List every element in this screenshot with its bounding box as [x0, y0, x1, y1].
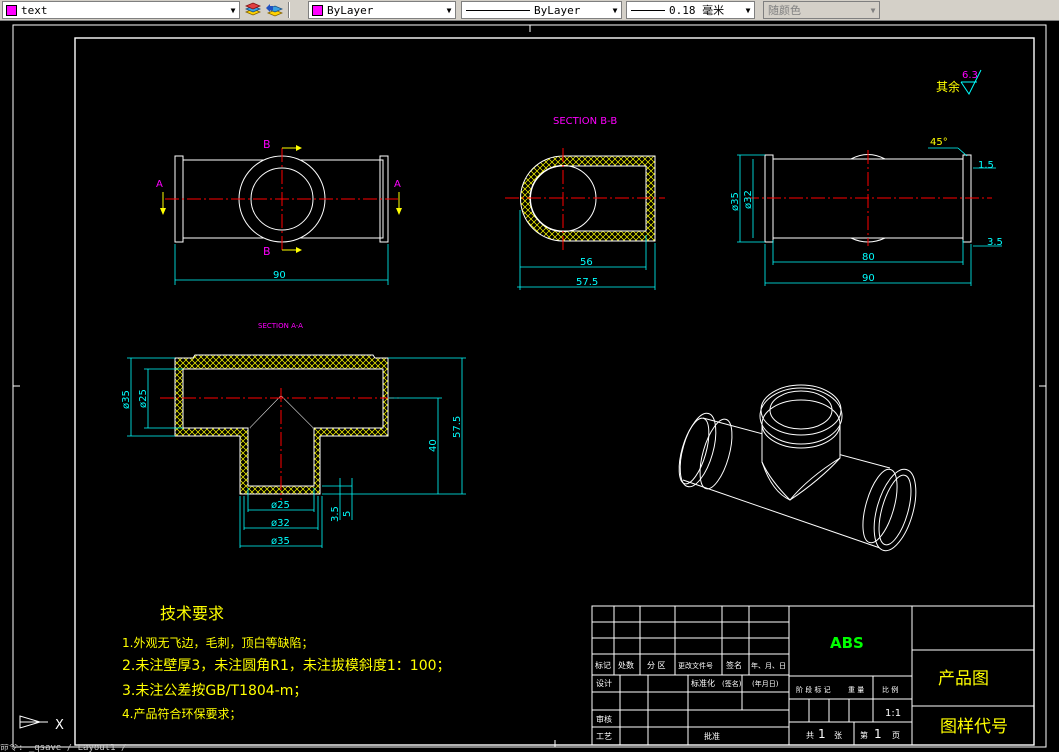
dim-aa-40: 40 — [428, 439, 439, 452]
command-line[interactable]: 命令: _qsave / Layout1 / — [0, 744, 127, 752]
tech-req-item-4: 4.产品符合环保要求； — [122, 706, 241, 721]
dim-side-phi32: ø32 — [743, 190, 754, 209]
layers-previous-icon — [266, 4, 283, 17]
tech-req-item-2: 2.未注壁厚3，未注圆角R1，未注拔模斜度1：100； — [122, 658, 451, 674]
section-bb-view: SECTION B-B 56 57.5 — [505, 116, 665, 290]
linetype-dropdown[interactable]: ByLayer ▼ — [461, 1, 622, 19]
chevron-down-icon[interactable]: ▼ — [870, 5, 876, 15]
technical-requirements: 技术要求 1.外观无飞边，毛刺，顶白等缺陷； 2.未注壁厚3，未注圆角R1，未注… — [122, 604, 451, 721]
dim-side-1-5: 1.5 — [978, 160, 994, 171]
surface-roughness-symbol: 其余 6.3 — [936, 69, 982, 95]
chevron-down-icon[interactable]: ▼ — [745, 5, 751, 15]
layer-dropdown[interactable]: ByLayer ▼ — [308, 1, 456, 19]
title-block — [591, 605, 1035, 746]
roughness-prefix: 其余 — [936, 79, 960, 94]
tb-total-value: 1 — [818, 727, 826, 741]
layers-icon — [244, 2, 262, 16]
tb-total-label: 共 — [806, 731, 814, 740]
cut-label-b-top: B — [263, 138, 271, 151]
tech-req-item-1: 1.外观无飞边，毛刺，顶白等缺陷； — [122, 635, 313, 650]
dim-bb-57-5: 57.5 — [576, 277, 598, 288]
side-view: ø35 ø32 80 90 45° 1.5 3.5 — [730, 137, 1003, 286]
top-view: B B A A 90 — [156, 138, 402, 285]
dim-bb-56: 56 — [580, 257, 593, 268]
chevron-down-icon[interactable]: ▼ — [230, 5, 236, 15]
tb-stage-mark: 阶 段 标 记 — [796, 685, 831, 694]
roughness-value: 6.3 — [962, 70, 978, 81]
color-swatch — [312, 4, 323, 16]
tb-review: 审核 — [596, 714, 612, 724]
material-label: ABS — [830, 634, 864, 652]
chevron-down-icon[interactable]: ▼ — [612, 5, 618, 15]
tb-approve: 批准 — [704, 731, 720, 741]
tb-page-value: 1 — [874, 727, 882, 741]
tb-header-date: 年、月、日 — [751, 661, 786, 670]
zone-ticks — [13, 25, 1046, 747]
tb-header-count: 处数 — [618, 660, 634, 670]
layer-manager-button[interactable] — [243, 1, 263, 19]
scale-value: 1:1 — [885, 708, 901, 719]
dim-aa-phi25: ø25 — [271, 500, 290, 511]
section-aa-title: SECTION A-A — [258, 322, 303, 330]
tb-header-zone: 分 区 — [647, 661, 666, 670]
tb-page-label: 第 — [860, 730, 868, 740]
text-style-dropdown[interactable]: text ▼ — [2, 1, 240, 19]
dim-aa-3-5: 3.5 — [330, 506, 341, 522]
toolbar-separator — [288, 2, 290, 18]
tb-ratio: 比 例 — [882, 685, 898, 694]
section-aa-view: SECTION A-A ø35 ø25 40 57.5 — [121, 322, 466, 548]
plotstyle-dropdown[interactable]: 随颜色 ▼ — [763, 1, 880, 19]
tb-sign: (签名) — [722, 679, 742, 688]
dim-aa-phi35: ø35 — [271, 536, 290, 547]
plotstyle-value: 随颜色 — [768, 4, 801, 17]
dim-aa-5: 5 — [342, 511, 353, 517]
color-swatch — [6, 4, 17, 16]
text-style-value: text — [21, 3, 48, 17]
tb-header-mark: 标记 — [595, 660, 611, 670]
properties-toolbar: text ▼ ByLayer ▼ ByLayer ▼ 0.18 毫米 ▼ 随颜色… — [0, 0, 1059, 21]
drawing-code: 图样代号 — [940, 717, 1008, 737]
layer-value: ByLayer — [327, 3, 374, 17]
tb-design: 设计 — [596, 678, 612, 688]
chevron-down-icon[interactable]: ▼ — [446, 5, 452, 15]
tb-page-unit: 页 — [892, 731, 900, 740]
tb-sheet-label: 张 — [834, 731, 842, 740]
dim-aa-phi25-left: ø25 — [138, 389, 149, 408]
line-sample-icon — [631, 9, 665, 11]
dim-top-length: 90 — [273, 270, 286, 281]
layer-previous-button[interactable] — [264, 1, 284, 19]
product-name: 产品图 — [938, 669, 989, 689]
drawing-canvas[interactable]: 其余 6.3 B B A A 90 SECTION B-B — [0, 21, 1059, 752]
dim-side-phi35: ø35 — [730, 192, 741, 211]
title-block-text: ABS 产品图 图样代号 1:1 标记 处数 分 区 更改文件号 签名 年、月、… — [595, 634, 1008, 741]
lineweight-dropdown[interactable]: 0.18 毫米 ▼ — [626, 1, 755, 19]
ucs-x-label: X — [55, 718, 64, 733]
line-sample-icon — [466, 9, 530, 11]
dim-aa-57-5: 57.5 — [452, 416, 463, 438]
dim-side-3-5: 3.5 — [987, 237, 1003, 248]
ucs-icon: X — [19, 715, 64, 733]
dim-aa-phi35-left: ø35 — [121, 390, 132, 409]
cut-label-b-bottom: B — [263, 245, 271, 258]
tb-date: (年月日) — [752, 679, 779, 688]
dim-side-90: 90 — [862, 273, 875, 284]
tech-req-item-3: 3.未注公差按GB/T1804-m； — [122, 683, 307, 699]
linetype-value: ByLayer — [534, 3, 581, 17]
dim-side-45deg: 45° — [930, 137, 948, 148]
lineweight-value: 0.18 毫米 — [669, 4, 725, 17]
tb-standardize: 标准化 — [691, 678, 715, 688]
tb-weight: 重 量 — [848, 686, 864, 694]
tech-req-title: 技术要求 — [160, 604, 224, 623]
dim-aa-phi32: ø32 — [271, 518, 290, 529]
cut-label-a-right: A — [394, 179, 401, 190]
dim-side-80: 80 — [862, 252, 875, 263]
section-bb-title: SECTION B-B — [553, 116, 617, 127]
tb-header-change-doc: 更改文件号 — [678, 661, 713, 670]
cut-label-a-left: A — [156, 179, 163, 190]
tb-header-sign: 签名 — [726, 660, 742, 670]
tb-process: 工艺 — [596, 732, 612, 741]
isometric-view — [678, 384, 917, 552]
